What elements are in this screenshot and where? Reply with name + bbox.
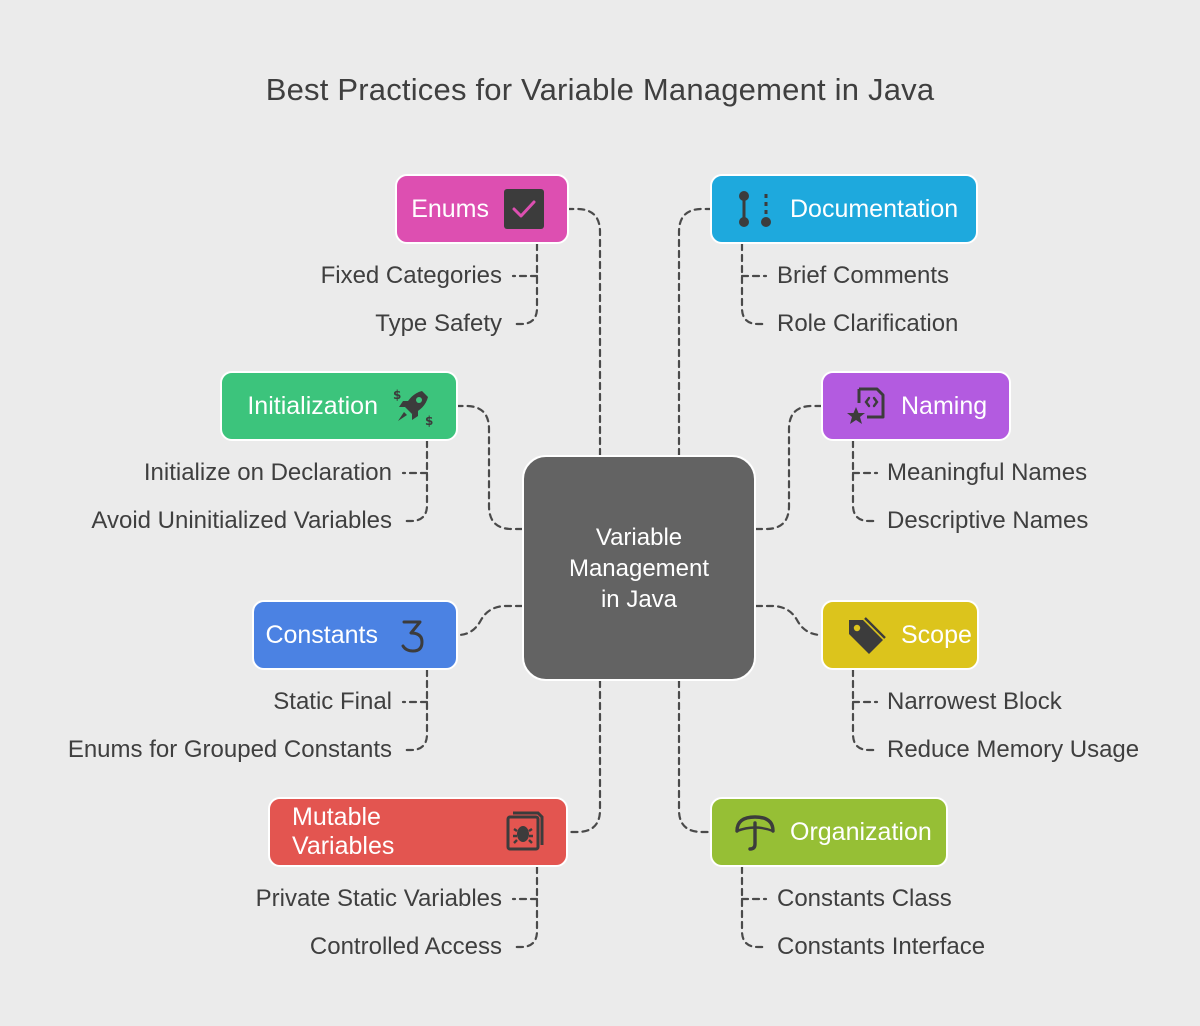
initialization-item-avoid-uninitialized: Avoid Uninitialized Variables: [91, 507, 392, 534]
initialization-node: Initialization $ $: [220, 371, 458, 441]
git-branch-icon: [734, 188, 776, 230]
svg-text:$: $: [393, 388, 401, 402]
svg-text:$: $: [425, 414, 433, 427]
connector-documentation: [677, 207, 713, 457]
mutable-item-controlled-access: Controlled Access: [309, 933, 502, 960]
documentation-node: Documentation: [710, 174, 978, 244]
checkbox-icon: [503, 188, 545, 230]
rocket-icon: $ $: [392, 385, 434, 427]
connector-enums: [566, 207, 602, 457]
central-topic-line-3: in Java: [600, 585, 678, 613]
connector-naming: [754, 404, 824, 531]
constants-label: Constants: [265, 620, 378, 649]
central-topic-line-2: Management: [568, 554, 710, 582]
enums-item-fixed-categories: Fixed Categories: [320, 262, 502, 289]
enums-node: Enums: [395, 174, 569, 244]
diagram-title: Best Practices for Variable Management i…: [265, 72, 935, 107]
enums-item-type-safety: Type Safety: [375, 310, 502, 337]
naming-item-descriptive-names: Descriptive Names: [887, 507, 1089, 534]
enums-label: Enums: [411, 194, 489, 223]
central-topic-line-1: Variable: [595, 523, 683, 551]
documentation-item-brief-comments: Brief Comments: [777, 262, 950, 289]
scope-node: Scope: [821, 600, 979, 670]
connector-mutable: [566, 679, 602, 834]
documentation-label: Documentation: [790, 194, 959, 223]
initialization-label: Initialization: [247, 391, 378, 420]
code-file-icon: [845, 385, 887, 427]
number-three-icon: [392, 614, 434, 656]
documentation-item-role-clarification: Role Clarification: [777, 310, 959, 337]
scope-label: Scope: [901, 620, 972, 649]
organization-item-constants-class: Constants Class: [777, 885, 952, 912]
bug-icon: [502, 811, 544, 853]
constants-item-static-final: Static Final: [273, 688, 392, 715]
scope-item-reduce-memory: Reduce Memory Usage: [887, 736, 1140, 763]
mutable-variables-node: Mutable Variables: [268, 797, 568, 867]
naming-item-meaningful-names: Meaningful Names: [887, 459, 1088, 486]
connector-organization: [677, 679, 713, 834]
connector-initialization: [456, 404, 524, 531]
organization-node: Organization: [710, 797, 948, 867]
mutable-variables-label: Mutable Variables: [292, 803, 395, 860]
organization-label: Organization: [790, 817, 932, 846]
naming-node: Naming: [821, 371, 1011, 441]
initialization-item-initialize-on-declaration: Initialize on Declaration: [143, 459, 392, 486]
scope-item-narrowest-block: Narrowest Block: [887, 688, 1062, 715]
connector-scope: [754, 604, 824, 637]
connector-constants: [456, 604, 524, 637]
organization-item-constants-interface: Constants Interface: [777, 933, 986, 960]
mutable-item-private-static: Private Static Variables: [255, 885, 502, 912]
umbrella-icon: [734, 811, 776, 853]
constants-item-enums-grouped: Enums for Grouped Constants: [67, 736, 392, 763]
central-topic-node: Variable Management in Java: [522, 455, 756, 681]
constants-node: Constants: [252, 600, 458, 670]
tag-icon: [845, 614, 887, 656]
naming-label: Naming: [901, 391, 988, 420]
